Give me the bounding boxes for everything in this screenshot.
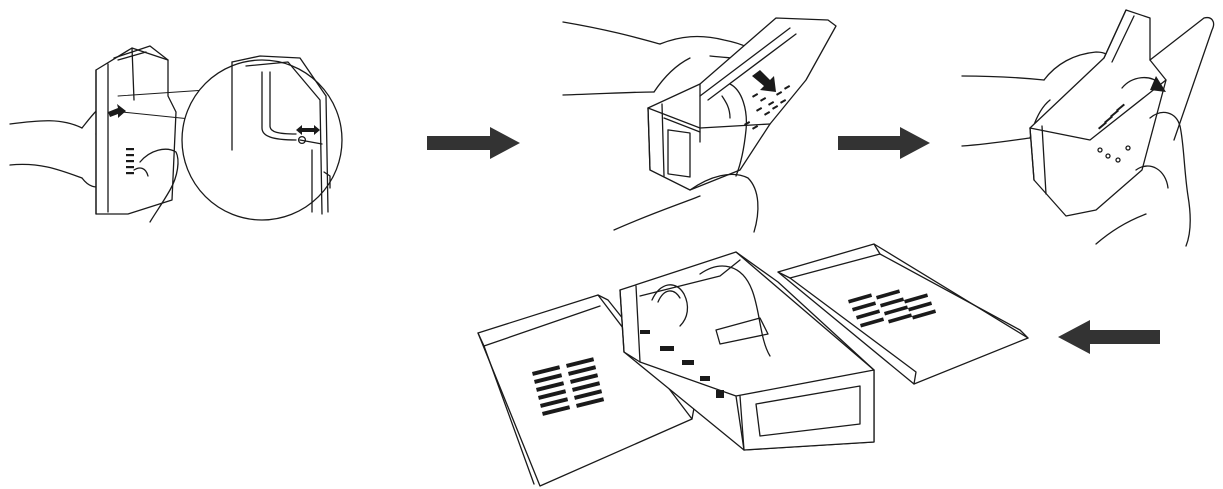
step-3-illustration [961, 9, 1215, 247]
flow-arrow-right-1 [427, 127, 520, 159]
flow-arrow-right-2 [838, 127, 930, 159]
step-4-illustration [477, 243, 1029, 487]
step-1-illustration [9, 45, 343, 223]
step-2-illustration [562, 17, 837, 233]
flow-arrow-left [1058, 320, 1160, 354]
